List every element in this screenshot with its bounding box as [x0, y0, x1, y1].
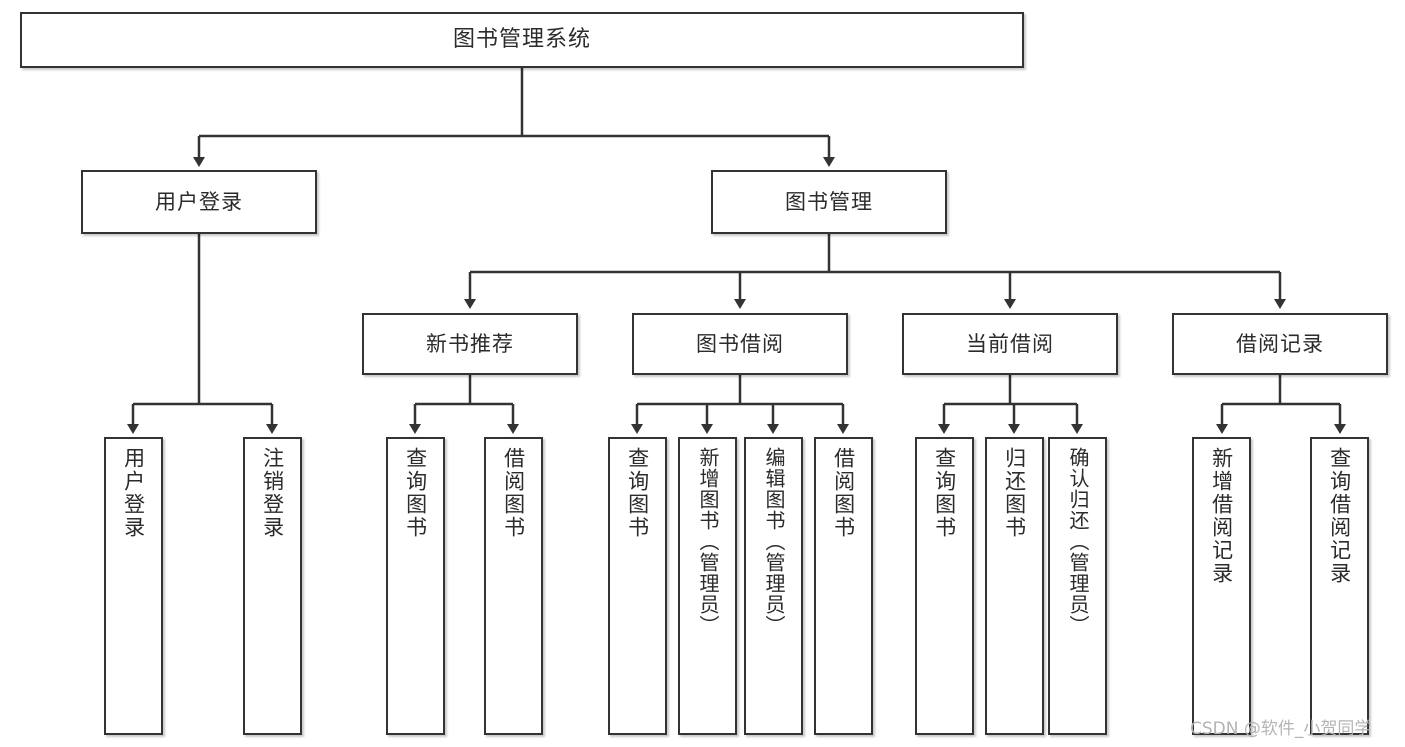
leaf-borrow-record-add[interactable]: 新增借阅记录 — [1192, 437, 1251, 735]
node-new-book-recommend[interactable]: 新书推荐 — [362, 313, 578, 375]
watermark-csdn: CSDN @软件_小贺同学 — [1190, 719, 1372, 739]
node-book-borrow[interactable]: 图书借阅 — [632, 313, 848, 375]
leaf-user-login-logout[interactable]: 注销登录 — [243, 437, 302, 735]
leaf-current-borrow-confirm[interactable]: 确认归还（管理员） — [1048, 437, 1107, 735]
node-root-book-management-system[interactable]: 图书管理系统 — [20, 12, 1024, 68]
leaf-new-book-query[interactable]: 查询图书 — [386, 437, 445, 735]
leaf-label-borrow-record-add: 新增借阅记录 — [1209, 447, 1234, 585]
leaf-book-borrow-add[interactable]: 新增图书（管理员） — [678, 437, 737, 735]
leaf-book-borrow-query[interactable]: 查询图书 — [608, 437, 667, 735]
leaf-label-user-login-logout: 注销登录 — [260, 447, 285, 539]
node-label-book-borrow: 图书借阅 — [696, 331, 784, 356]
leaf-label-new-book-query: 查询图书 — [403, 447, 428, 539]
leaf-borrow-record-query[interactable]: 查询借阅记录 — [1310, 437, 1369, 735]
leaf-label-current-borrow-return: 归还图书 — [1002, 447, 1027, 539]
leaf-label-current-borrow-query: 查询图书 — [932, 447, 957, 539]
leaf-label-current-borrow-confirm: 确认归还（管理员） — [1066, 447, 1090, 636]
leaf-book-borrow-edit[interactable]: 编辑图书（管理员） — [744, 437, 803, 735]
node-label-new-book-recommend: 新书推荐 — [426, 331, 514, 356]
node-label-user-login: 用户登录 — [155, 189, 243, 214]
node-label-current-borrow: 当前借阅 — [966, 331, 1054, 356]
leaf-new-book-borrow[interactable]: 借阅图书 — [484, 437, 543, 735]
leaf-label-book-borrow-borrow: 借阅图书 — [831, 447, 856, 539]
node-user-login[interactable]: 用户登录 — [81, 170, 317, 234]
leaf-current-borrow-query[interactable]: 查询图书 — [915, 437, 974, 735]
node-borrow-record[interactable]: 借阅记录 — [1172, 313, 1388, 375]
leaf-label-user-login-login: 用户登录 — [121, 447, 146, 539]
leaf-label-new-book-borrow: 借阅图书 — [501, 447, 526, 539]
leaf-book-borrow-borrow[interactable]: 借阅图书 — [814, 437, 873, 735]
leaf-label-book-borrow-query: 查询图书 — [625, 447, 650, 539]
leaf-user-login-login[interactable]: 用户登录 — [104, 437, 163, 735]
leaf-label-borrow-record-query: 查询借阅记录 — [1327, 447, 1352, 585]
node-label-book-management: 图书管理 — [785, 189, 873, 214]
leaf-label-book-borrow-add: 新增图书（管理员） — [696, 447, 720, 636]
node-label-root: 图书管理系统 — [452, 27, 591, 53]
leaf-current-borrow-return[interactable]: 归还图书 — [985, 437, 1044, 735]
leaf-label-book-borrow-edit: 编辑图书（管理员） — [762, 447, 786, 636]
node-current-borrow[interactable]: 当前借阅 — [902, 313, 1118, 375]
node-book-management[interactable]: 图书管理 — [711, 170, 947, 234]
node-label-borrow-record: 借阅记录 — [1236, 331, 1324, 356]
